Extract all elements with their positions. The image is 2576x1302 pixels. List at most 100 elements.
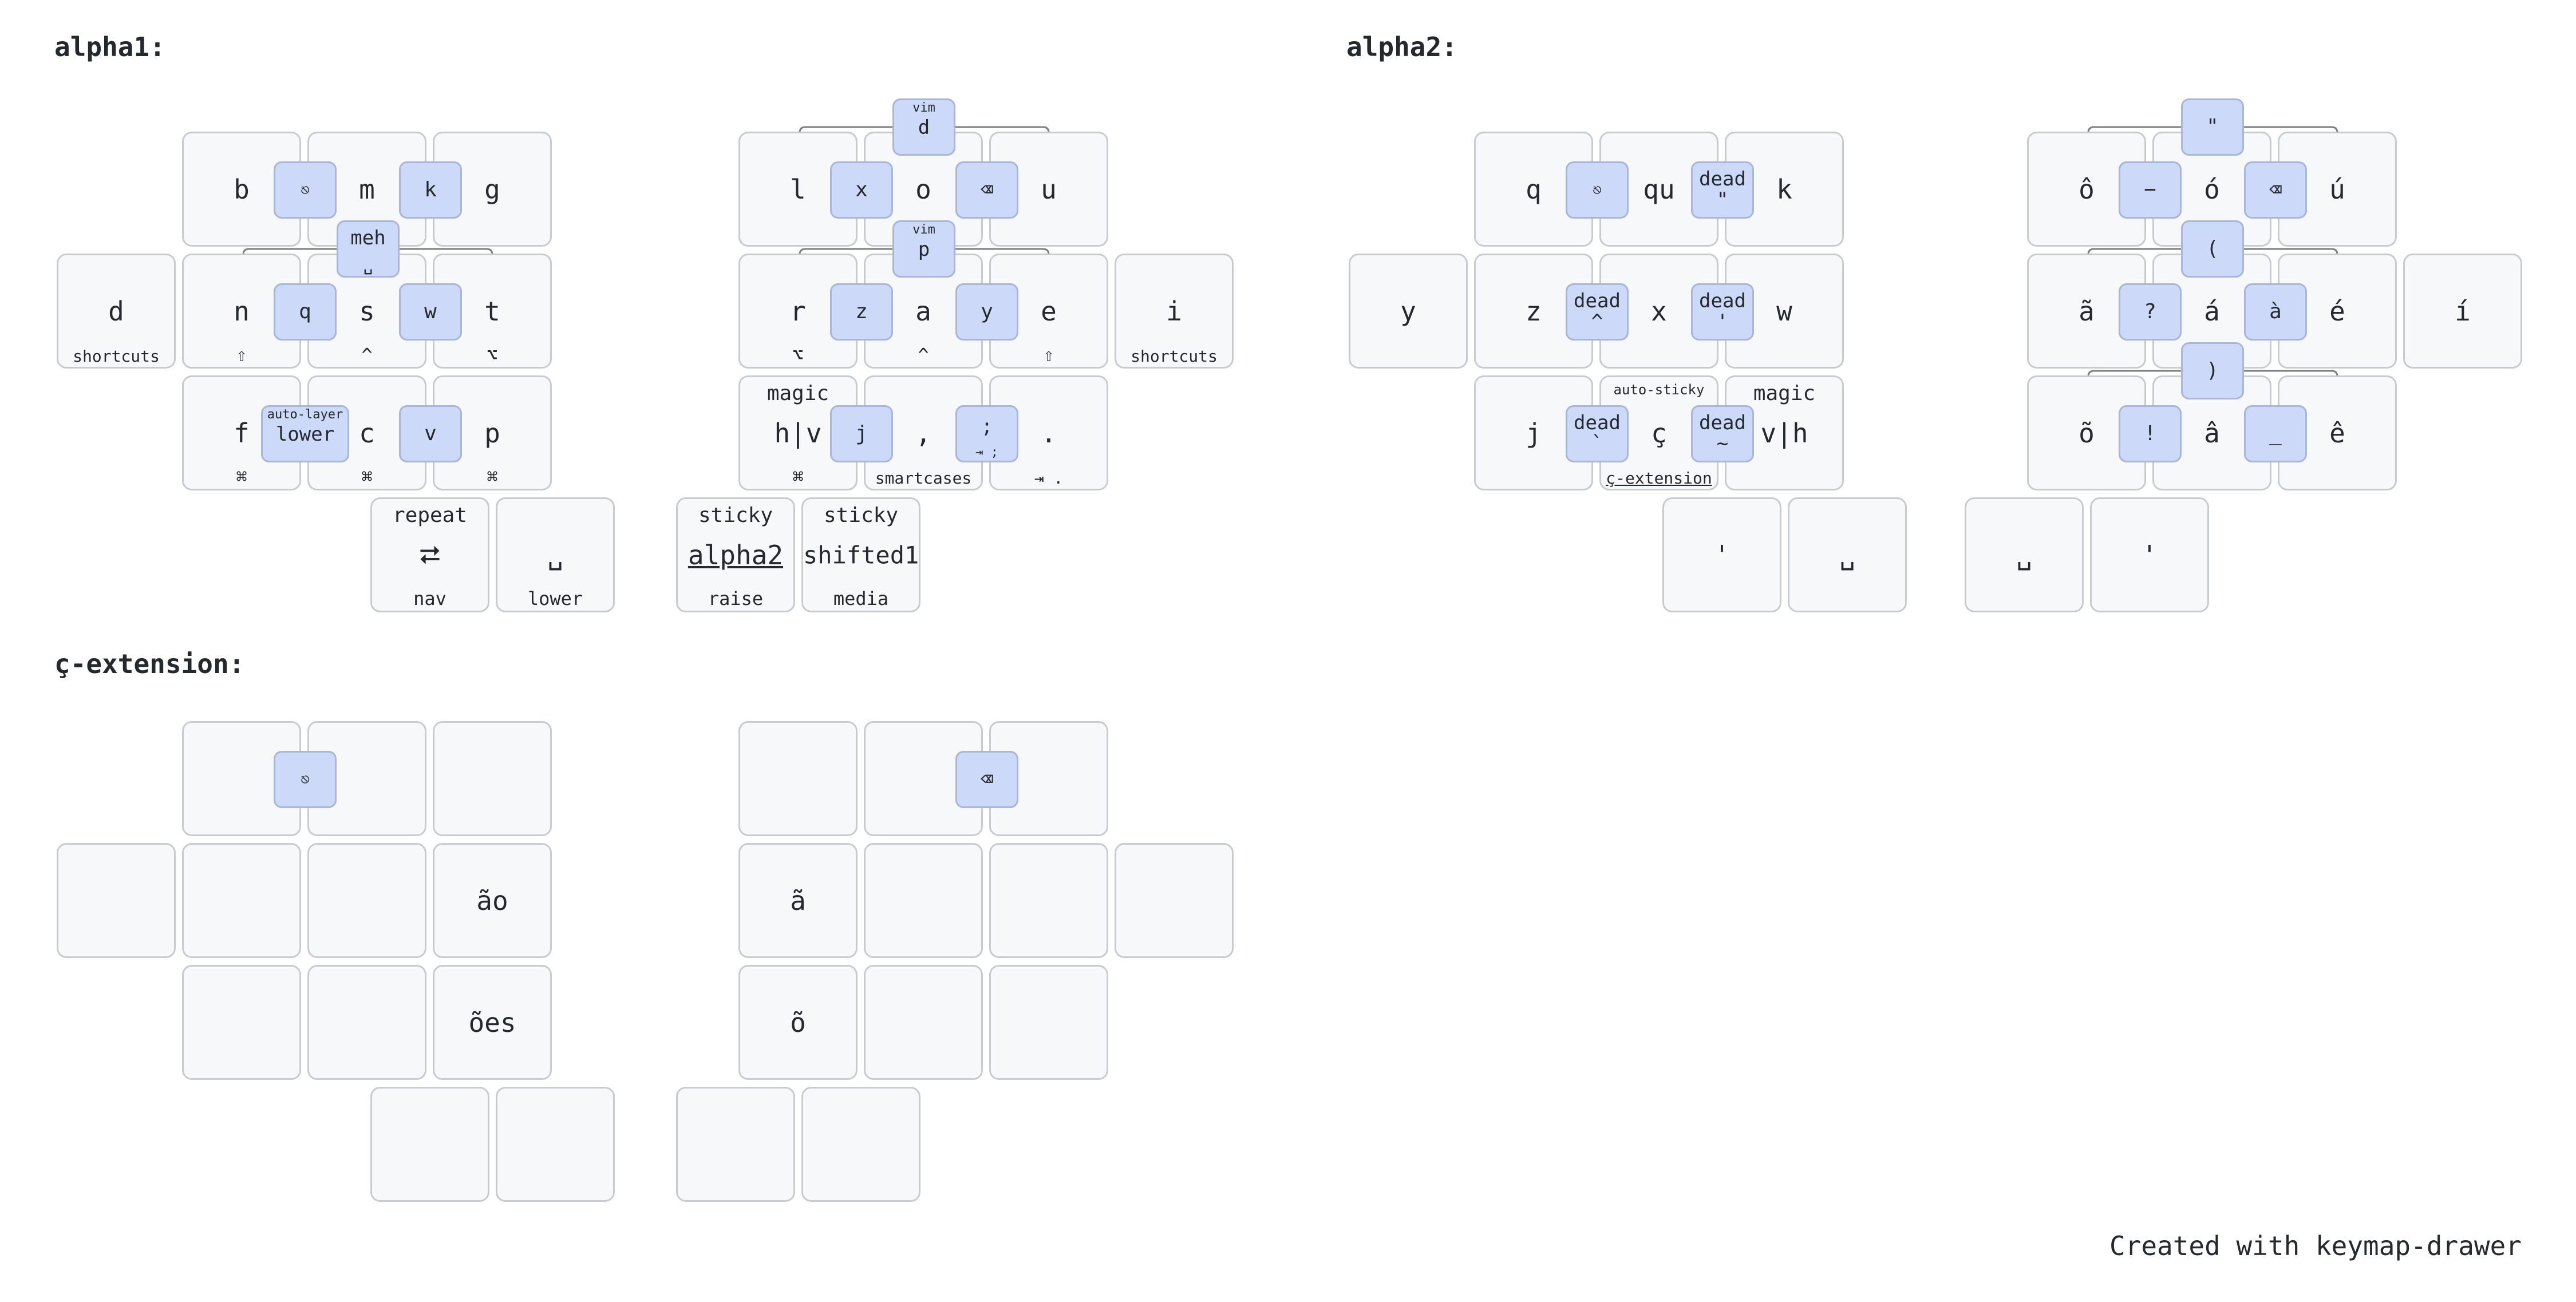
key-label: i	[1166, 295, 1182, 327]
space-icon: ␣	[547, 539, 563, 571]
key-label: p	[484, 417, 500, 449]
ctrl-modifier-icon: ^	[918, 344, 929, 366]
combo-label: x	[855, 178, 868, 201]
key-space: ␣	[1788, 497, 1907, 612]
combo-label: ^	[1591, 310, 1603, 333]
key-label: c	[359, 417, 375, 449]
combo-q: q	[274, 283, 337, 341]
combo-label: !	[2144, 422, 2156, 445]
key-label: é	[2329, 295, 2345, 327]
space-icon: ␣	[1839, 539, 1855, 571]
key-label: y	[1400, 295, 1416, 327]
key-shifted-label: auto-sticky	[1613, 382, 1705, 398]
key-repeat: repeat ⮂ nav	[370, 497, 489, 612]
combo-meh: meh␣	[337, 220, 400, 278]
key-empty	[370, 1087, 489, 1202]
key-hold-label: nav	[413, 588, 447, 610]
combo-x: x	[830, 161, 893, 219]
key-label: í	[2455, 295, 2471, 327]
key-apostrophe-right: '	[2090, 497, 2209, 612]
backspace-icon: ⌫	[981, 178, 993, 201]
key-a-tilde: ã	[738, 843, 858, 958]
key-empty	[496, 1087, 615, 1202]
key-shifted-label: magic	[767, 382, 829, 405]
key-label: a	[915, 295, 931, 327]
key-space: ␣lower	[496, 497, 615, 612]
key-label: qu	[1643, 173, 1675, 205]
option-modifier-icon: ⌥	[487, 344, 498, 366]
key-label: g	[484, 173, 500, 205]
key-y: y	[1349, 254, 1468, 369]
key-label: k	[1776, 173, 1792, 205]
key-label: q	[1526, 173, 1542, 205]
layer-title-alpha2: alpha2:	[1346, 31, 1457, 62]
combo-underscore: _	[2244, 405, 2307, 462]
layer-title-alpha1: alpha1:	[54, 31, 165, 62]
combo-hold-label: ⇥ ;	[975, 445, 998, 460]
credit-text: Created with keymap-drawer	[2109, 1230, 2522, 1261]
key-label: ões	[468, 1007, 516, 1038]
key-label: ã	[790, 885, 806, 916]
key-label: ç	[1651, 417, 1667, 449]
key-empty	[801, 1087, 920, 1202]
key-shifted-label: repeat	[392, 504, 468, 527]
repeat-icon: ⮂	[419, 539, 441, 570]
key-hold-label: raise	[708, 588, 764, 610]
key-label: ão	[476, 885, 508, 916]
combo-dead-circumflex: dead^	[1566, 283, 1629, 341]
combo-v: v	[399, 405, 462, 462]
combo-backspace: ⌫	[955, 161, 1018, 219]
combo-w: w	[399, 283, 462, 341]
combo-label: dead	[1699, 168, 1746, 191]
key-empty	[738, 721, 858, 836]
combo-a-grave: à	[2244, 283, 2307, 341]
key-empty	[307, 965, 426, 1080]
key-label: x	[1651, 295, 1667, 327]
key-label: '	[1714, 539, 1730, 571]
combo-label: dead	[1699, 411, 1746, 434]
combo-label: à	[2269, 300, 2282, 323]
combo-esc: ⎋	[274, 161, 337, 219]
combo-left-paren: (	[2181, 220, 2244, 278]
key-hold-label: shortcuts	[1131, 347, 1218, 366]
combo-shifted-label: vim	[912, 223, 935, 237]
combo-esc: ⎋	[1566, 161, 1629, 219]
combo-label: p	[918, 238, 930, 261]
key-label: â	[2204, 417, 2220, 449]
combo-label: '	[1716, 310, 1729, 333]
combo-label: (	[2206, 237, 2219, 260]
combo-backspace: ⌫	[2244, 161, 2307, 219]
escape-icon: ⎋	[1593, 181, 1602, 199]
combo-label: dead	[1574, 290, 1621, 312]
combo-y: y	[955, 283, 1018, 341]
key-oes: ões	[433, 965, 552, 1080]
combo-label: z	[855, 300, 868, 323]
key-empty	[989, 965, 1108, 1080]
key-empty	[182, 843, 301, 958]
key-shifted-label: sticky	[823, 504, 899, 527]
key-j: j	[1474, 375, 1593, 490]
key-empty	[182, 965, 301, 1080]
combo-label: ;	[981, 415, 993, 438]
layer-title-c-extension: ç-extension:	[54, 648, 245, 679]
key-empty	[57, 843, 176, 958]
cmd-modifier-icon: ⌘	[361, 466, 373, 488]
option-modifier-icon: ⌥	[792, 344, 804, 366]
combo-semicolon: ; ⇥ ;	[955, 405, 1018, 462]
combo-label: w	[424, 300, 437, 323]
combo-dead-grave: dead`	[1566, 405, 1629, 462]
combo-label: `	[1591, 432, 1603, 455]
key-hold-label: ⇥ .	[1034, 469, 1064, 488]
combo-label: −	[2144, 178, 2156, 201]
key-label: r	[790, 295, 806, 327]
combo-z: z	[830, 283, 893, 341]
key-label: ã	[2079, 295, 2095, 327]
